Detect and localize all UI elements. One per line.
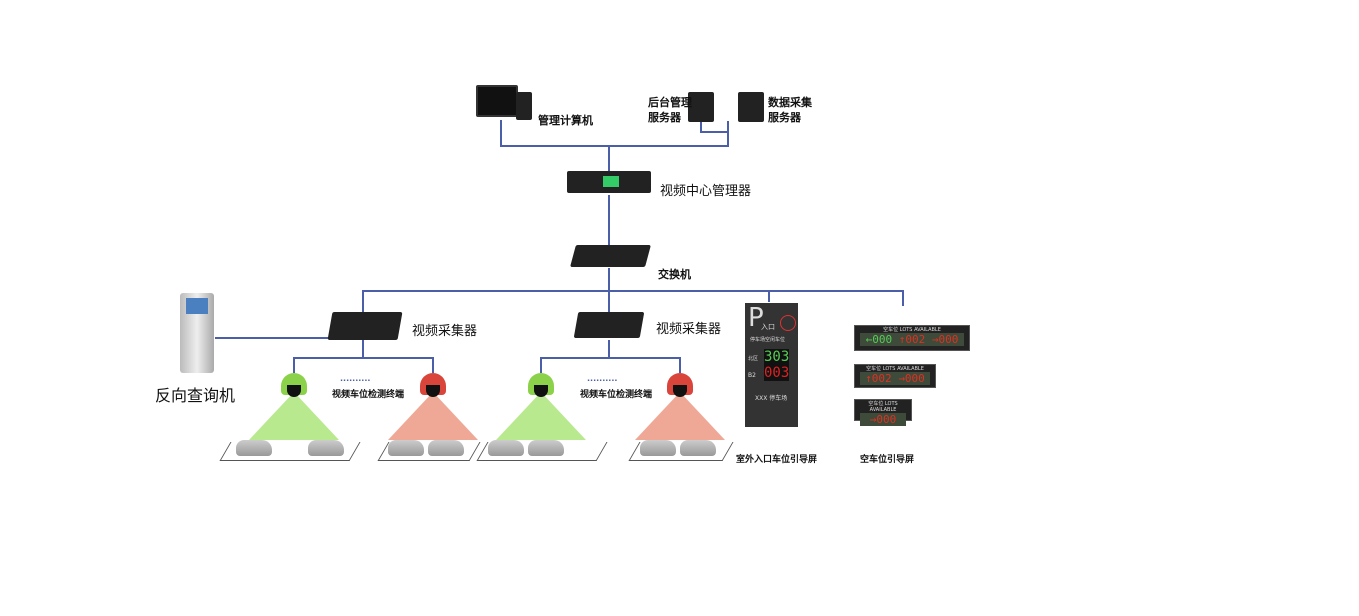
display-value: →000 [898, 372, 925, 385]
sign-footer: XXX 停车场 [755, 395, 788, 402]
switch-device [570, 245, 651, 267]
sign-entry: 入口 [761, 323, 775, 331]
detection-cone [388, 392, 478, 440]
link-line [362, 340, 364, 358]
vacancy-display: 空车位 LOTS AVAILABLE↑002 →000 [854, 364, 936, 388]
sign-p: P [748, 303, 764, 333]
link-line [362, 290, 364, 312]
link-line [540, 357, 681, 359]
camera-icon [528, 373, 554, 397]
link-line [700, 121, 702, 132]
link-line [727, 121, 729, 147]
monitor-icon [476, 85, 518, 117]
camera-icon [667, 373, 693, 397]
car-icon [428, 440, 464, 456]
kiosk-device [180, 293, 214, 373]
display-values: ↑002 →000 [860, 372, 930, 385]
link-line [293, 357, 434, 359]
link-line [500, 120, 502, 146]
sign-row1-value: 303 [764, 349, 790, 365]
sign-title: 停车场空闲车位 [750, 337, 786, 343]
link-line [768, 290, 770, 302]
sign-row2-label: B2 [748, 372, 756, 379]
link-line [362, 290, 904, 292]
car-icon [528, 440, 564, 456]
dots: ·········· [340, 376, 371, 385]
camera-icon [281, 373, 307, 397]
car-icon [388, 440, 424, 456]
outdoor-sign-label: 室外入口车位引导屏 [736, 455, 818, 465]
collector1-label: 视频采集器 [412, 324, 478, 339]
display-value: →000 [869, 413, 897, 426]
detector1-label: 视频车位检测终端 [332, 390, 405, 400]
display-value: ↑002 [865, 372, 892, 385]
link-line [608, 340, 610, 358]
link-line [500, 145, 728, 147]
camera-icon [420, 373, 446, 397]
video-center-label: 视频中心管理器 [660, 184, 752, 199]
detection-cone [496, 392, 586, 440]
vacancy-sign-label: 空车位引导屏 [860, 455, 915, 465]
mgmt-pc-label: 管理计算机 [538, 114, 593, 127]
backend-server-label: 后台管理 服务器 [648, 96, 692, 124]
dots: ·········· [587, 376, 618, 385]
data-server-label: 数据采集 服务器 [768, 96, 812, 124]
display-values: →000 [860, 413, 906, 426]
collector2-label: 视频采集器 [656, 322, 722, 337]
display-title: 空车位 LOTS AVAILABLE [866, 366, 924, 372]
vacancy-display: 空车位 LOTS AVAILABLE→000 [854, 399, 912, 426]
outdoor-entry-sign: P 入口 停车场空闲车位 北区 303 B2 003 XXX 停车场 [745, 303, 798, 427]
display-value: →000 [931, 333, 959, 346]
car-icon [640, 440, 676, 456]
car-icon [308, 440, 344, 456]
display-value: ←000 [865, 333, 893, 346]
display-title: 空车位 LOTS AVAILABLE [883, 327, 941, 333]
detection-cone [249, 392, 339, 440]
display-title: 空车位 LOTS AVAILABLE [868, 401, 898, 413]
video-collector-device [573, 312, 645, 338]
link-line [902, 290, 904, 306]
height-limit-icon [780, 315, 796, 331]
car-icon [488, 440, 524, 456]
vacancy-display: 空车位 LOTS AVAILABLE←000 ↑002 →000 [854, 325, 970, 351]
switch-label: 交换机 [658, 268, 691, 281]
server-icon [738, 92, 764, 122]
car-icon [680, 440, 716, 456]
link-line [293, 357, 295, 373]
link-line [215, 337, 330, 339]
sign-row1-label: 北区 [748, 356, 759, 362]
display-values: ←000 ↑002 →000 [860, 333, 964, 346]
link-line [608, 195, 610, 245]
server-icon [688, 92, 714, 122]
video-collector-device [327, 312, 403, 340]
pc-tower-icon [516, 92, 532, 120]
display-value: ↑002 [898, 333, 926, 346]
link-line [540, 357, 542, 373]
link-line [679, 357, 681, 373]
link-line [432, 357, 434, 373]
link-line [700, 131, 728, 133]
video-center-device [567, 171, 651, 193]
detector2-label: 视频车位检测终端 [580, 390, 653, 400]
detection-cone [635, 392, 725, 440]
sign-row2-value: 003 [764, 365, 790, 381]
car-icon [236, 440, 272, 456]
kiosk-label: 反向查询机 [155, 386, 236, 405]
link-line [608, 145, 610, 172]
